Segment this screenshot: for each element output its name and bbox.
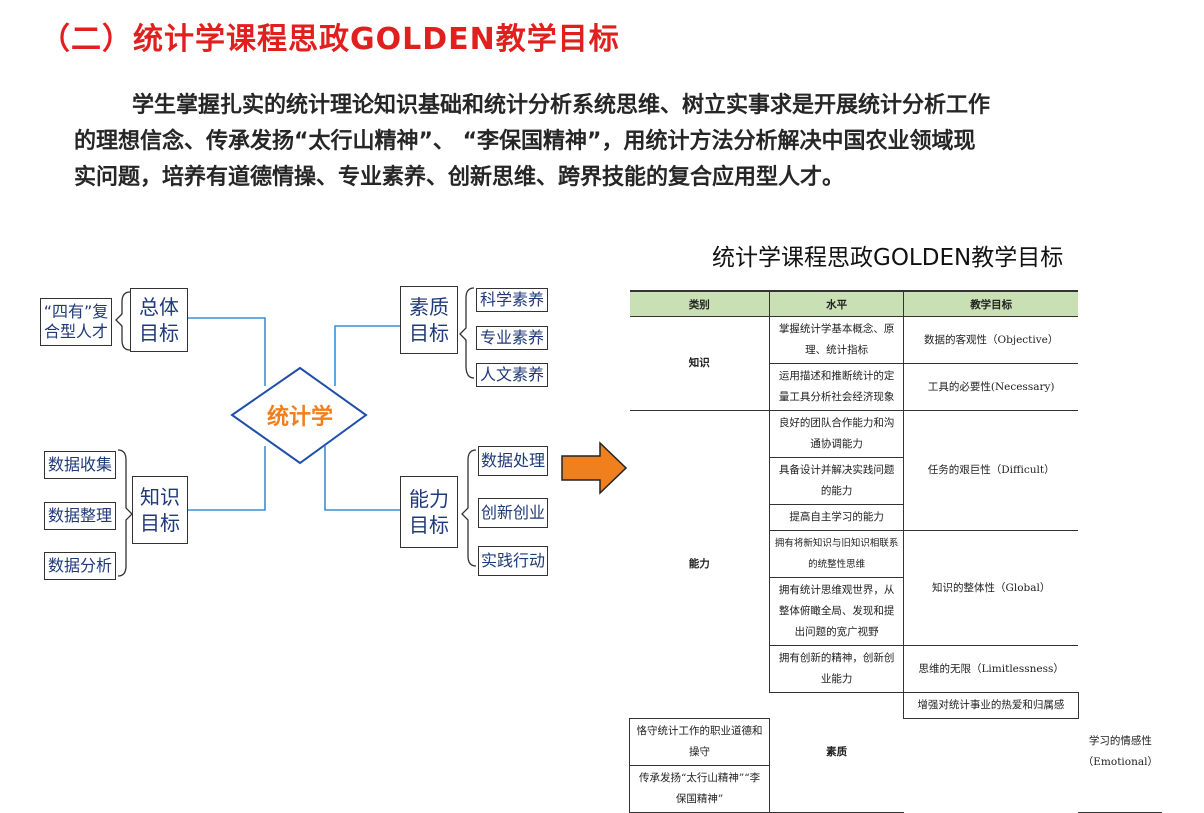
quality-item-professional: 专业素养 bbox=[476, 326, 548, 350]
table-row: 知识 掌握统计学基本概念、原理、统计指标 数据的客观性（Objective） bbox=[629, 316, 1163, 411]
table-row: 提高自主学习的能力 bbox=[630, 504, 1163, 531]
goals-table: 类别 水平 教学目标 知识 掌握统计学基本概念、原理、统计指标 数据的客观性（O… bbox=[628, 290, 1163, 813]
table-row: 拥有将新知识与旧知识相联系的统整性思维 知识的整体性（Global） bbox=[630, 530, 1163, 646]
row-goal: 工具的必要性(Necessary) bbox=[903, 363, 1079, 411]
row-goal: 数据的客观性（Objective） bbox=[903, 316, 1079, 364]
row-level: 传承发扬“太行山精神”“李保国精神” bbox=[628, 765, 771, 813]
intro-paragraph: 学生掌握扎实的统计理论知识基础和统计分析系统思维、树立实事求是开展统计分析工作 … bbox=[74, 88, 1144, 196]
row-level: 拥有创新的精神，创新创业能力 bbox=[769, 645, 905, 693]
quality-goal-node: 素质 目标 bbox=[400, 286, 458, 354]
row-level: 增强对统计事业的热爱和归属感 bbox=[903, 692, 1079, 719]
page-title: （二）统计学课程思政GOLDEN教学目标 bbox=[40, 22, 620, 57]
row-goal: 任务的艰巨性（Difficult） bbox=[903, 410, 1079, 531]
row-level: 拥有将新知识与旧知识相联系的统整性思维 bbox=[769, 530, 905, 578]
row-level: 拥有统计思维观世界，从整体俯瞰全局、发现和提出问题的宽广视野 bbox=[769, 577, 905, 646]
table-row: 能力 良好的团队合作能力和沟通协调能力 任务的艰巨性（Difficult） bbox=[629, 410, 1163, 719]
row-goal: 学习的情感性（Emotional） bbox=[1078, 692, 1162, 813]
row-goal: 思维的无限（Limitlessness） bbox=[903, 645, 1079, 693]
paragraph-line-2: 的理想信念、传承发扬“太行山精神”、 “李保国精神”，用统计方法分析解决中国农业… bbox=[74, 129, 976, 154]
row-level: 恪守统计工作的职业道德和操守 bbox=[628, 718, 771, 766]
overall-item-box: “四有”复 合型人才 bbox=[40, 298, 112, 346]
row-level: 良好的团队合作能力和沟通协调能力 bbox=[769, 410, 905, 458]
knowledge-item-collect: 数据收集 bbox=[44, 451, 116, 479]
ability-item-process: 数据处理 bbox=[478, 446, 548, 476]
row-category: 素质 bbox=[769, 692, 904, 813]
table-row: 拥有统计思维观世界，从整体俯瞰全局、发现和提出问题的宽广视野 bbox=[630, 577, 1163, 646]
header-category: 类别 bbox=[629, 290, 770, 317]
ability-goal-node: 能力 目标 bbox=[400, 476, 458, 548]
paragraph-line-3: 实问题，培养有道德情操、专业素养、创新思维、跨界技能的复合应用型人才。 bbox=[74, 165, 845, 190]
quality-item-humanities: 人文素养 bbox=[476, 363, 548, 387]
center-node-statistics: 统计学 bbox=[266, 405, 333, 430]
ability-item-practice: 实践行动 bbox=[478, 546, 548, 576]
header-level: 水平 bbox=[769, 290, 905, 317]
right-arrow-icon bbox=[561, 441, 628, 495]
ability-item-innovate: 创新创业 bbox=[478, 498, 548, 528]
row-category: 能力 bbox=[629, 410, 770, 719]
row-level: 掌握统计学基本概念、原理、统计指标 bbox=[769, 316, 905, 364]
header-goal: 教学目标 bbox=[903, 290, 1079, 317]
knowledge-item-analyze: 数据分析 bbox=[44, 552, 116, 580]
paragraph-line-1: 学生掌握扎实的统计理论知识基础和统计分析系统思维、树立实事求是开展统计分析工作 bbox=[132, 93, 991, 118]
table-row: 具备设计并解决实践问题的能力 bbox=[630, 457, 1163, 505]
row-level: 运用描述和推断统计的定量工具分析社会经济现象 bbox=[769, 363, 905, 411]
table-title: 统计学课程思政GOLDEN教学目标 bbox=[712, 245, 1064, 271]
diagram-connectors bbox=[115, 287, 477, 577]
knowledge-goal-node: 知识 目标 bbox=[132, 476, 188, 544]
row-level: 具备设计并解决实践问题的能力 bbox=[769, 457, 905, 505]
row-goal: 知识的整体性（Global） bbox=[903, 530, 1079, 646]
knowledge-item-organize: 数据整理 bbox=[44, 502, 116, 530]
table-row: 运用描述和推断统计的定量工具分析社会经济现象 工具的必要性(Necessary) bbox=[630, 363, 1163, 411]
quality-item-science: 科学素养 bbox=[476, 288, 548, 312]
overall-goal-node: 总体 目标 bbox=[130, 288, 188, 352]
row-level: 提高自主学习的能力 bbox=[769, 504, 905, 531]
goals-diagram: 统计学 “四有”复 合型人才 总体 目标 素质 目标 科学素养 专业素养 人文素… bbox=[0, 270, 600, 600]
row-category: 知识 bbox=[629, 316, 770, 411]
